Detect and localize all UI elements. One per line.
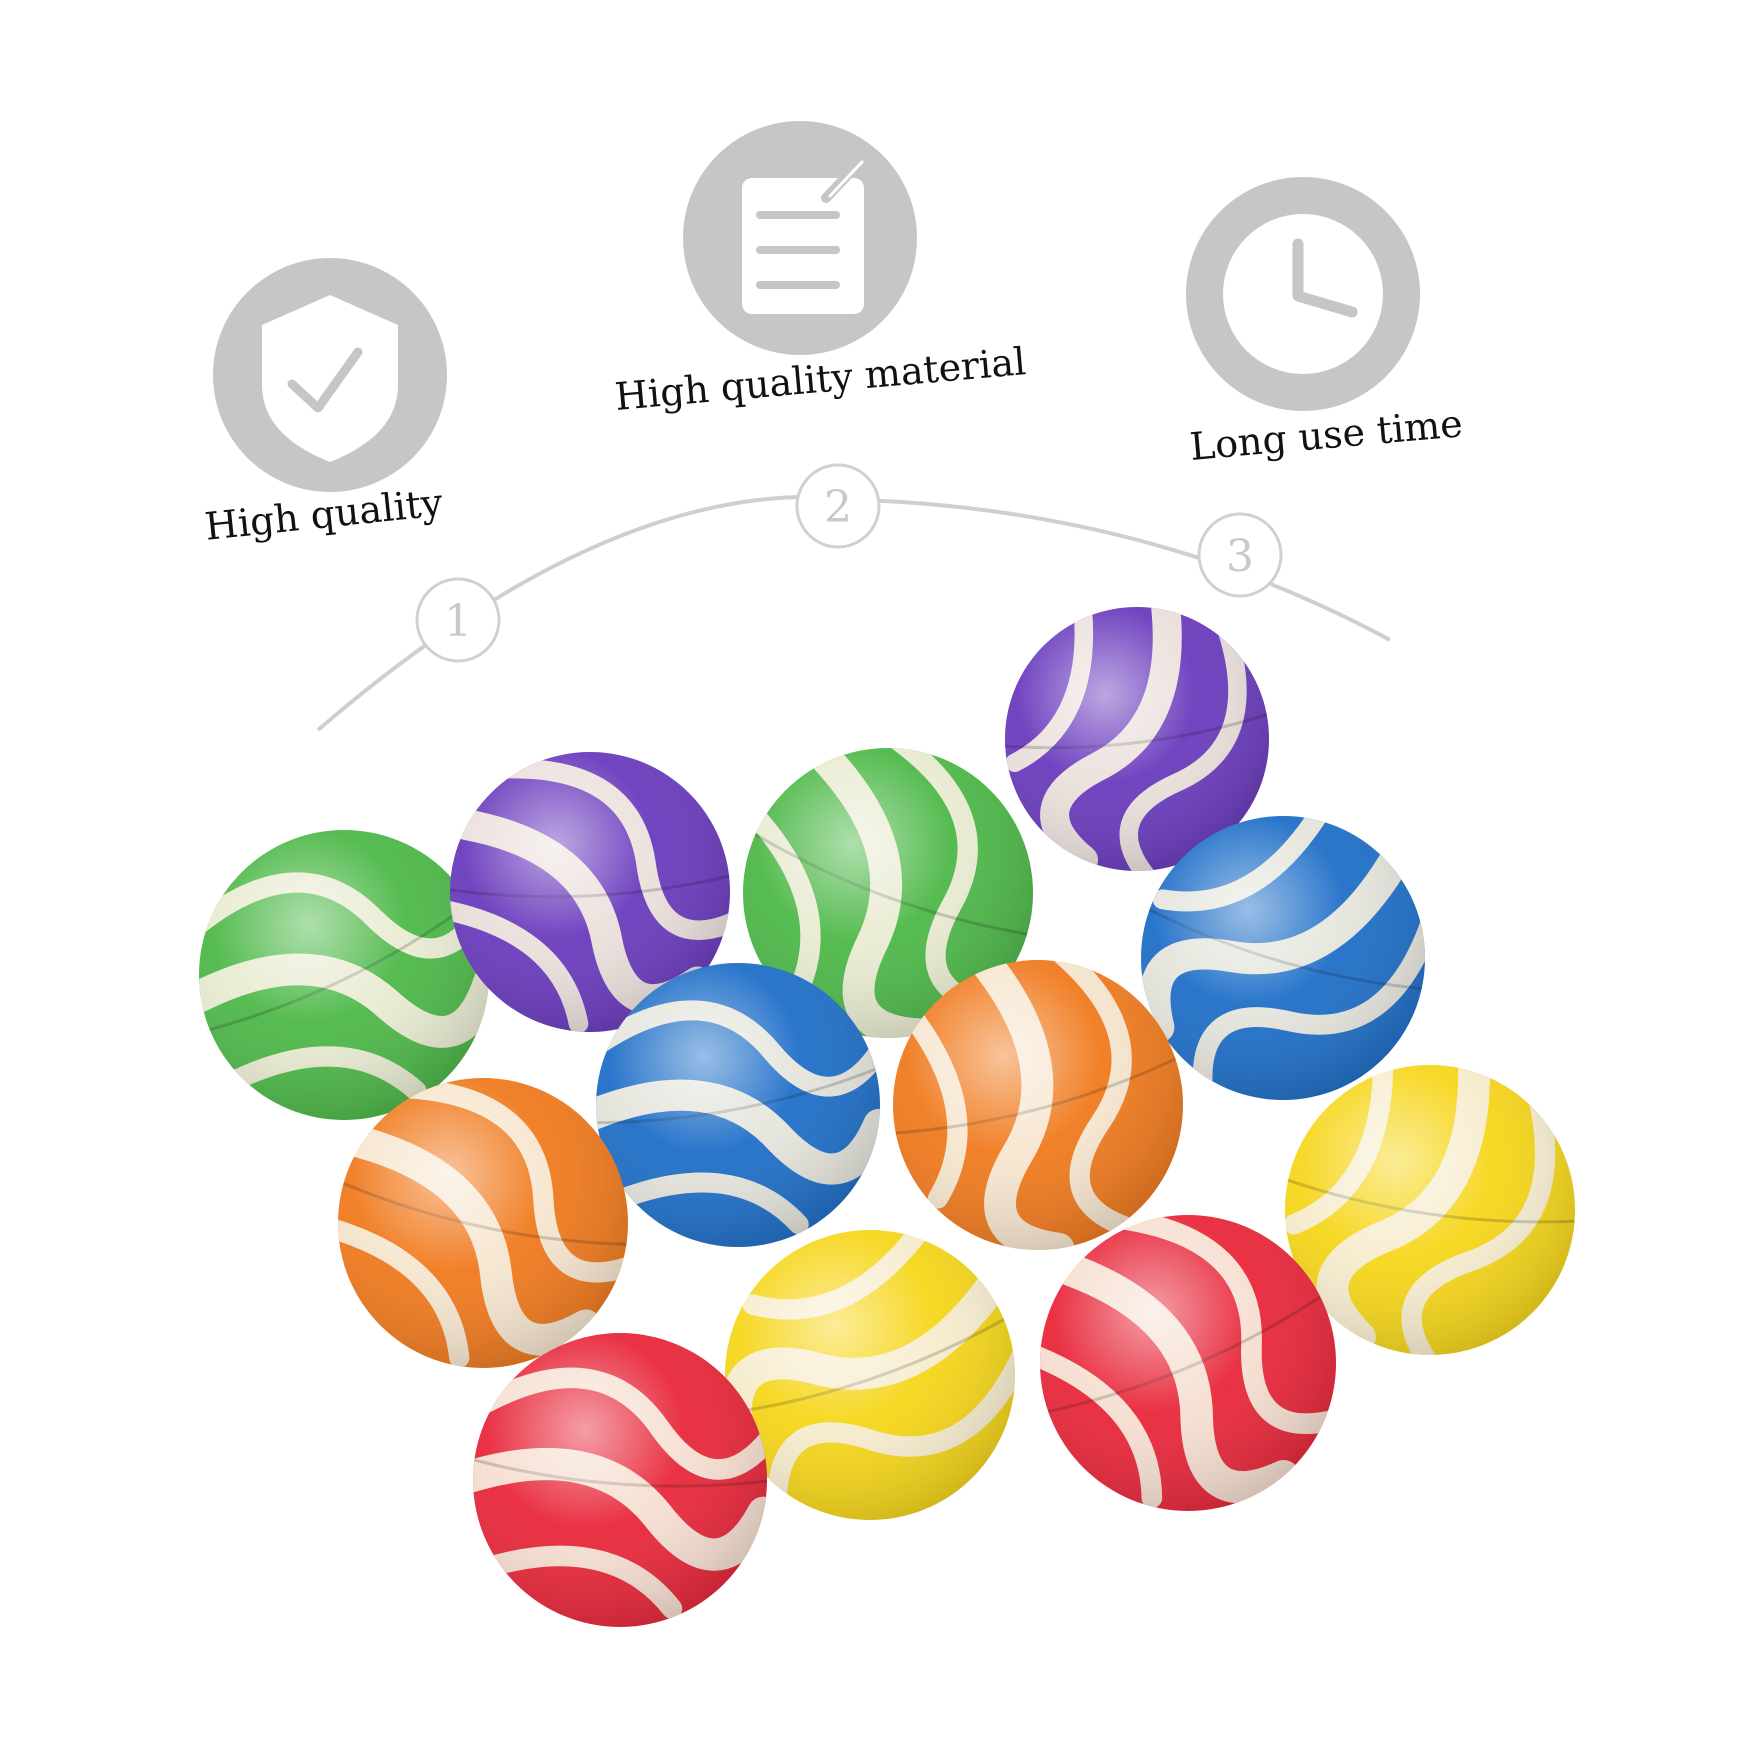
blue-bouncy-ball [1141,816,1425,1100]
step-marker-3: 3 [1197,512,1283,598]
clock-icon [1186,177,1420,411]
step-number: 1 [444,596,472,647]
step-number: 3 [1226,531,1254,582]
yellow-bouncy-ball [725,1230,1015,1520]
step-number: 2 [824,482,852,533]
bouncy-ball-group [199,607,1575,1627]
shield-check-icon [213,258,447,492]
document-pen-icon [683,121,917,355]
blue-bouncy-ball [596,963,880,1247]
red-bouncy-ball [473,1333,767,1627]
green-bouncy-ball [199,830,489,1120]
purple-bouncy-ball [1005,607,1269,871]
purple-bouncy-ball [450,752,730,1032]
green-bouncy-ball [743,748,1033,1038]
step-marker-1: 1 [415,577,501,663]
orange-bouncy-ball [338,1078,628,1368]
orange-bouncy-ball [893,960,1183,1250]
yellow-bouncy-ball [1285,1065,1575,1355]
step-marker-2: 2 [795,463,881,549]
red-bouncy-ball [1040,1215,1336,1511]
